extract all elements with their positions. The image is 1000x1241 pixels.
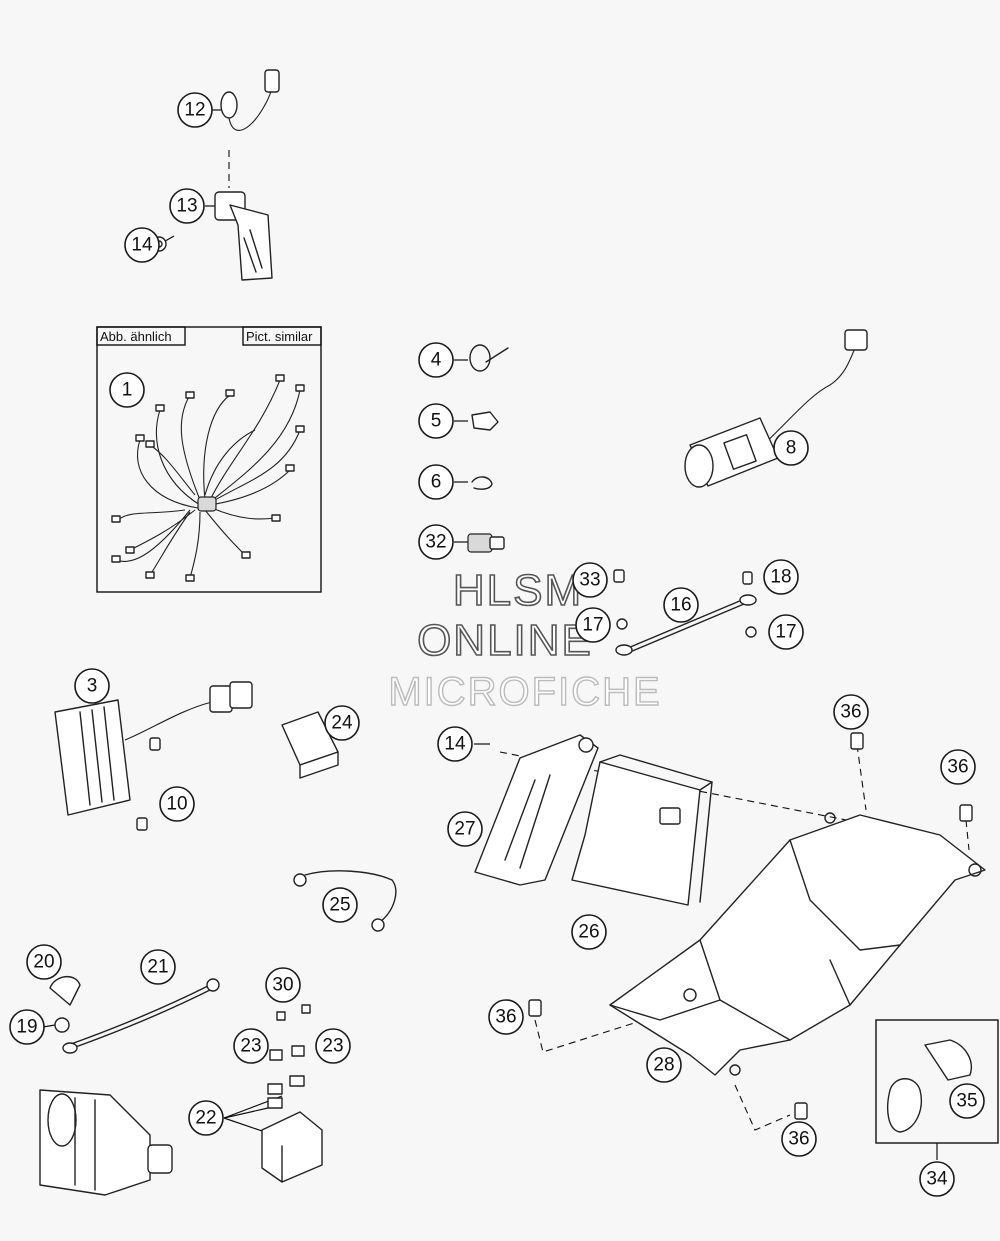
box-label-right: Pict. similar xyxy=(246,329,313,344)
svg-text:18: 18 xyxy=(770,567,791,588)
svg-text:21: 21 xyxy=(147,957,168,978)
watermark: HLSM ONLINE MICROFICHE xyxy=(388,565,661,715)
callout-23-right: 23 xyxy=(315,1028,351,1064)
callout-10: 10 xyxy=(159,786,195,822)
svg-text:14: 14 xyxy=(444,734,466,755)
battery xyxy=(571,754,713,906)
svg-text:24: 24 xyxy=(331,713,353,734)
svg-text:6: 6 xyxy=(431,472,442,493)
svg-text:13: 13 xyxy=(176,196,197,217)
battery-tray xyxy=(609,812,986,1076)
callout-4: 4 xyxy=(418,342,454,378)
relay xyxy=(281,711,339,779)
callout-1: 1 xyxy=(109,372,145,408)
callout-8: 8 xyxy=(773,430,809,466)
callout-30: 30 xyxy=(265,967,301,1003)
callout-5: 5 xyxy=(418,403,454,439)
svg-text:4: 4 xyxy=(431,350,442,371)
svg-text:3: 3 xyxy=(87,676,98,697)
svg-text:36: 36 xyxy=(947,757,968,778)
callout-35: 35 xyxy=(949,1083,985,1119)
callout-26: 26 xyxy=(571,914,607,950)
svg-text:10: 10 xyxy=(166,794,187,815)
callout-23-left: 23 xyxy=(233,1028,269,1064)
callout-14-bottom: 14 xyxy=(437,726,473,762)
svg-text:28: 28 xyxy=(653,1055,674,1076)
callout-34: 34 xyxy=(919,1161,955,1197)
callout-28: 28 xyxy=(646,1047,682,1083)
svg-text:36: 36 xyxy=(840,702,861,723)
callouts: 12 13 14 1 4 5 6 32 8 33 17 18 16 17 3 2… xyxy=(9,92,985,1197)
svg-text:25: 25 xyxy=(329,895,350,916)
fuses xyxy=(269,1004,311,1061)
svg-text:36: 36 xyxy=(788,1129,809,1150)
svg-text:16: 16 xyxy=(670,595,691,616)
svg-text:35: 35 xyxy=(956,1091,977,1112)
svg-text:23: 23 xyxy=(322,1036,343,1057)
callout-14-top: 14 xyxy=(124,227,160,263)
callout-36-a: 36 xyxy=(833,694,869,730)
starter-motor xyxy=(39,1089,173,1196)
svg-text:33: 33 xyxy=(579,570,600,591)
callout-21: 21 xyxy=(140,949,176,985)
callout-24: 24 xyxy=(324,705,360,741)
callout-3: 3 xyxy=(74,668,110,704)
battery-cable xyxy=(293,870,397,932)
callout-12: 12 xyxy=(177,92,213,128)
starter-relay xyxy=(261,1075,323,1183)
callout-36-d: 36 xyxy=(781,1121,817,1157)
watermark-line3: MICROFICHE xyxy=(388,670,661,714)
svg-text:1: 1 xyxy=(122,380,133,401)
cable-tie xyxy=(469,344,509,372)
callout-22: 22 xyxy=(188,1100,224,1136)
svg-text:26: 26 xyxy=(578,922,599,943)
ground-cable xyxy=(613,569,757,656)
clamp xyxy=(471,476,493,490)
svg-text:17: 17 xyxy=(775,622,796,643)
connector xyxy=(467,533,505,553)
callout-36-c: 36 xyxy=(488,999,524,1035)
svg-text:5: 5 xyxy=(431,411,442,432)
callout-33: 33 xyxy=(572,562,608,598)
svg-text:22: 22 xyxy=(195,1108,216,1129)
boot-kit-frame xyxy=(875,1019,999,1144)
svg-text:20: 20 xyxy=(33,952,54,973)
callout-19: 19 xyxy=(9,1009,45,1045)
watermark-line1: HLSM xyxy=(453,566,583,615)
callout-20: 20 xyxy=(26,944,62,980)
svg-text:8: 8 xyxy=(786,438,797,459)
callout-27: 27 xyxy=(447,811,483,847)
svg-text:12: 12 xyxy=(184,100,205,121)
watermark-line2: ONLINE xyxy=(417,616,593,665)
callout-18: 18 xyxy=(763,559,799,595)
cable-clip xyxy=(471,411,499,431)
part-holder-assembly xyxy=(151,69,280,281)
svg-text:30: 30 xyxy=(272,975,293,996)
callout-17-right: 17 xyxy=(768,614,804,650)
callout-13: 13 xyxy=(169,188,205,224)
wiring-harness-frame: Abb. ähnlich Pict. similar xyxy=(96,326,322,593)
callout-16: 16 xyxy=(663,587,699,623)
callout-17-left: 17 xyxy=(575,607,611,643)
wiring-harness xyxy=(111,374,305,582)
voltage-regulator xyxy=(54,681,253,831)
svg-text:23: 23 xyxy=(240,1036,261,1057)
callout-6: 6 xyxy=(418,464,454,500)
callout-36-b: 36 xyxy=(940,749,976,785)
starter-cable xyxy=(49,976,220,1054)
battery-holder xyxy=(474,734,599,886)
screw-36-set xyxy=(528,732,973,1120)
svg-text:19: 19 xyxy=(16,1017,37,1038)
svg-text:27: 27 xyxy=(454,819,475,840)
svg-text:36: 36 xyxy=(495,1007,516,1028)
svg-text:14: 14 xyxy=(131,235,153,256)
svg-text:32: 32 xyxy=(425,532,446,553)
callout-25: 25 xyxy=(322,887,358,923)
svg-text:17: 17 xyxy=(582,615,603,636)
svg-text:34: 34 xyxy=(926,1169,948,1190)
box-label-left: Abb. ähnlich xyxy=(100,329,172,344)
callout-32: 32 xyxy=(418,524,454,560)
capacitor xyxy=(684,329,868,488)
